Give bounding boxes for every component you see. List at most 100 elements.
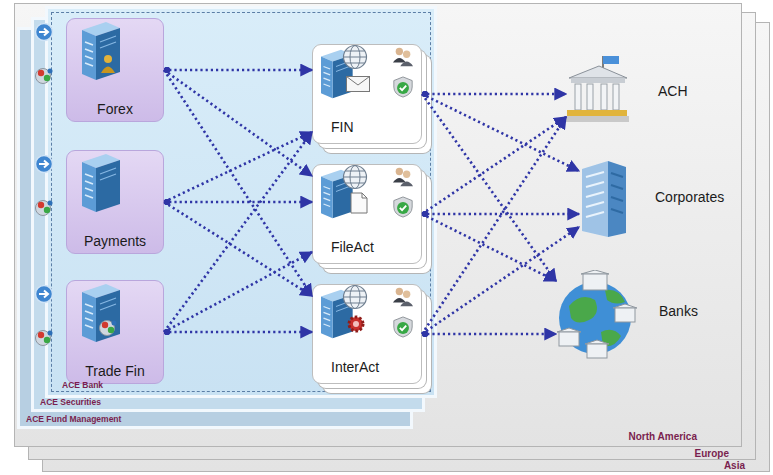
server-icon: [82, 22, 120, 80]
flow-arrow: [422, 91, 556, 281]
flow-line: [164, 201, 312, 204]
flow-line: [164, 252, 312, 332]
node-label: North America: [628, 431, 697, 443]
flow-origin-dot: [422, 331, 428, 337]
flow-origin-dot: [164, 199, 170, 205]
flow-origin-dot: [164, 329, 170, 335]
flow-line: [422, 214, 556, 281]
flow-arrow: [422, 117, 566, 217]
flow-line: [164, 132, 312, 332]
application-box: Forex: [66, 18, 164, 122]
flow-arrow: [422, 211, 579, 217]
check-icon: [394, 197, 412, 217]
destination-node: Banks: [556, 269, 706, 364]
flow-line: [164, 132, 312, 202]
flow-line: [422, 213, 579, 216]
check-icon: [394, 77, 412, 97]
flow-arrow: [164, 67, 312, 296]
people-icon: [393, 288, 413, 306]
entity-panel: ACE Bank ForexPaymentsTrade Fin FIN FileAct…: [45, 6, 437, 398]
node-label: Asia: [724, 460, 745, 472]
flow-arrow: [164, 132, 312, 205]
destination-node: Corporates: [579, 159, 739, 239]
node-label: FileAct: [331, 239, 374, 255]
node-label: Trade Fin: [67, 363, 163, 379]
flow-origin-dot: [422, 91, 428, 97]
service-icons: [321, 46, 413, 339]
status-icon: [36, 286, 53, 303]
node-label: InterAct: [331, 359, 379, 375]
flow-origin-dot: [164, 67, 170, 73]
globe-icon: [344, 46, 367, 69]
flow-origin-dot: [422, 211, 428, 217]
flow-origin-dot: [164, 199, 170, 205]
status-icon: [36, 24, 53, 41]
flow-arrow: [164, 67, 312, 73]
node-label: Banks: [659, 303, 698, 319]
node-label: Corporates: [655, 189, 724, 205]
gear-icon: [349, 317, 363, 331]
envelope-icon: [347, 77, 370, 92]
flow-arrow: [164, 67, 312, 176]
check-icon: [394, 317, 412, 337]
office-icon: [582, 161, 626, 237]
node-label: ACE Securities: [40, 398, 101, 408]
flow-arrow: [164, 329, 312, 335]
node-label: Europe: [695, 448, 729, 460]
flow-origin-dot: [164, 67, 170, 73]
flow-line: [164, 331, 312, 334]
service-card: InterAct: [312, 284, 422, 384]
flow-origin-dot: [164, 329, 170, 335]
flow-origin-dot: [422, 331, 428, 337]
flow-arrow: [164, 199, 312, 205]
flow-arrow: [422, 91, 566, 97]
flow-line: [164, 70, 312, 176]
people-icon: [393, 48, 413, 66]
node-label: ACH: [658, 83, 688, 99]
flow-arrow: [422, 117, 566, 337]
bank-icon: [565, 56, 629, 122]
status-icon: [36, 201, 53, 216]
status-icon: [36, 331, 53, 346]
server-icon: [82, 154, 120, 212]
flow-arrow: [164, 199, 312, 296]
status-icon: [36, 69, 53, 84]
flow-arrow: [422, 91, 579, 171]
node-label: ACE Bank: [62, 381, 103, 391]
flow-arrow: [164, 252, 312, 335]
application-box: Trade Fin: [66, 280, 164, 384]
flow-line: [164, 69, 312, 72]
node-label: ACE Fund Management: [26, 415, 121, 425]
globe-icon: [344, 166, 367, 189]
server-icon: [82, 284, 120, 342]
flow-arrow: [422, 227, 579, 337]
node-label: FIN: [331, 119, 354, 135]
service-card: FIN: [312, 44, 422, 144]
flow-line: [422, 94, 579, 171]
server-icon: [321, 170, 353, 218]
flow-line: [422, 333, 556, 336]
status-icon: [36, 156, 53, 173]
bank-network-icon: [557, 270, 637, 358]
flow-line: [422, 117, 566, 214]
region-panel: North America ACE Fund Management ACE Secu…: [14, 3, 742, 447]
file-icon: [351, 193, 367, 213]
flow-origin-dot: [422, 211, 428, 217]
flow-line: [422, 94, 556, 281]
side-icons: [36, 24, 53, 346]
server-icon: [321, 290, 353, 338]
people-icon: [393, 168, 413, 186]
server-icon: [321, 50, 353, 98]
flow-origin-dot: [164, 199, 170, 205]
destination-node: ACH: [566, 53, 696, 129]
application-icons: [82, 22, 120, 342]
destination-icons: [557, 56, 637, 358]
flow-line: [422, 93, 566, 96]
application-box: Payments: [66, 150, 164, 254]
flow-origin-dot: [422, 91, 428, 97]
flow-origin-dot: [422, 91, 428, 97]
flow-line: [422, 227, 579, 334]
flow-origin-dot: [164, 329, 170, 335]
flow-line: [164, 70, 312, 296]
